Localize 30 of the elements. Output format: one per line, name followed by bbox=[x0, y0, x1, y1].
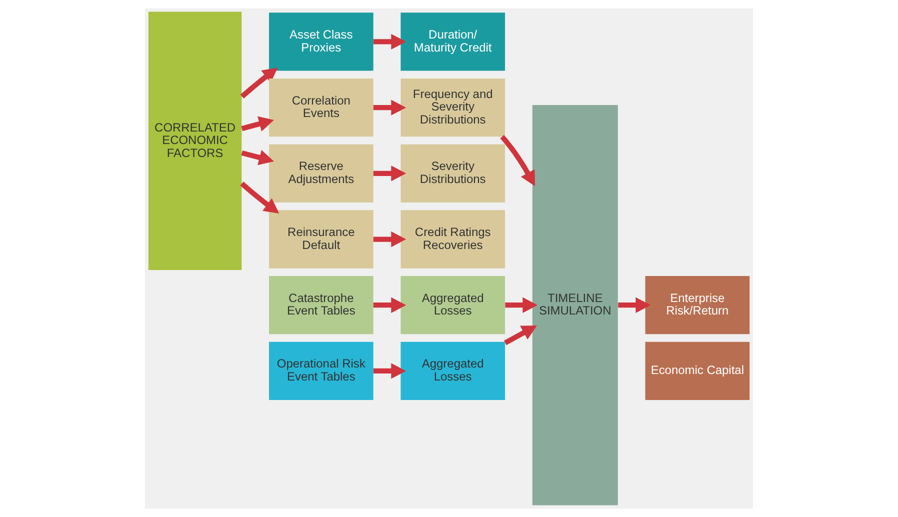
arrow bbox=[618, 297, 651, 313]
node-box: Catastrophe Event Tables bbox=[269, 276, 374, 334]
arrow bbox=[241, 116, 274, 132]
arrow bbox=[373, 34, 406, 50]
node-box: Duration/ Maturity Credit bbox=[400, 12, 505, 71]
node-box: Reserve Adjustments bbox=[269, 144, 374, 202]
node-box: Operational Risk Event Tables bbox=[269, 342, 374, 400]
node-box: Correlation Events bbox=[269, 78, 374, 137]
arrow bbox=[505, 297, 538, 313]
node-box: Economic Capital bbox=[645, 342, 750, 400]
arrow bbox=[240, 68, 278, 99]
arrow bbox=[373, 297, 406, 313]
node-box: Severity Distributions bbox=[400, 144, 505, 202]
node-box: Frequency and Severity Distributions bbox=[400, 78, 505, 137]
node-box: Aggregated Losses bbox=[400, 342, 505, 400]
arrow bbox=[241, 150, 274, 166]
node-box: TIMELINE SIMULATION bbox=[532, 105, 618, 506]
arrow bbox=[500, 135, 535, 186]
node-box: Asset Class Proxies bbox=[269, 12, 374, 71]
arrow bbox=[240, 182, 280, 214]
node-box: Reinsurance Default bbox=[269, 210, 374, 268]
arrow bbox=[373, 166, 406, 182]
arrow bbox=[373, 231, 406, 248]
arrow bbox=[504, 326, 537, 346]
node-box: Enterprise Risk/Return bbox=[645, 276, 750, 334]
node-box: Aggregated Losses bbox=[400, 276, 505, 334]
node-box: Credit Ratings Recoveries bbox=[400, 210, 505, 268]
arrow bbox=[373, 100, 406, 116]
node-box: CORRELATED ECONOMIC FACTORS bbox=[148, 12, 242, 270]
arrow bbox=[373, 363, 406, 379]
